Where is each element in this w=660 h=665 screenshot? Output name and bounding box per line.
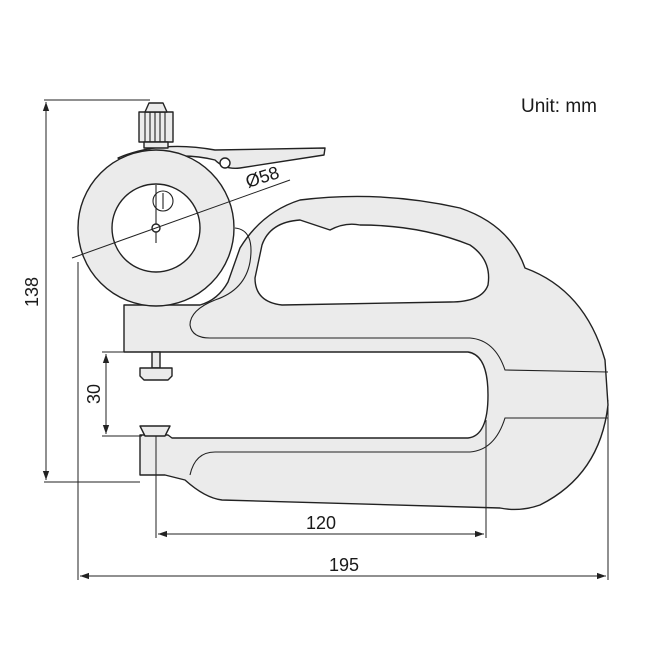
handle-opening bbox=[254, 219, 490, 306]
diameter-leader bbox=[71, 179, 291, 259]
upper-arm-groove bbox=[189, 227, 609, 373]
gap-label: 30 bbox=[84, 384, 104, 404]
knob-knurling bbox=[144, 112, 166, 142]
lower-anvil bbox=[139, 425, 171, 437]
lower-arm-groove bbox=[189, 417, 608, 476]
height-label: 138 bbox=[22, 277, 42, 307]
unit-label: Unit: mm bbox=[521, 96, 597, 117]
throat-label: 120 bbox=[306, 513, 336, 533]
lever-pivot bbox=[219, 157, 231, 169]
knob-stem bbox=[143, 141, 169, 149]
top-knob[interactable] bbox=[138, 111, 174, 143]
dial-sub-counter bbox=[152, 190, 174, 212]
upper-anvil bbox=[139, 367, 173, 381]
length-label: 195 bbox=[329, 555, 359, 575]
top-knob-cap bbox=[144, 102, 168, 113]
spindle bbox=[151, 351, 161, 369]
